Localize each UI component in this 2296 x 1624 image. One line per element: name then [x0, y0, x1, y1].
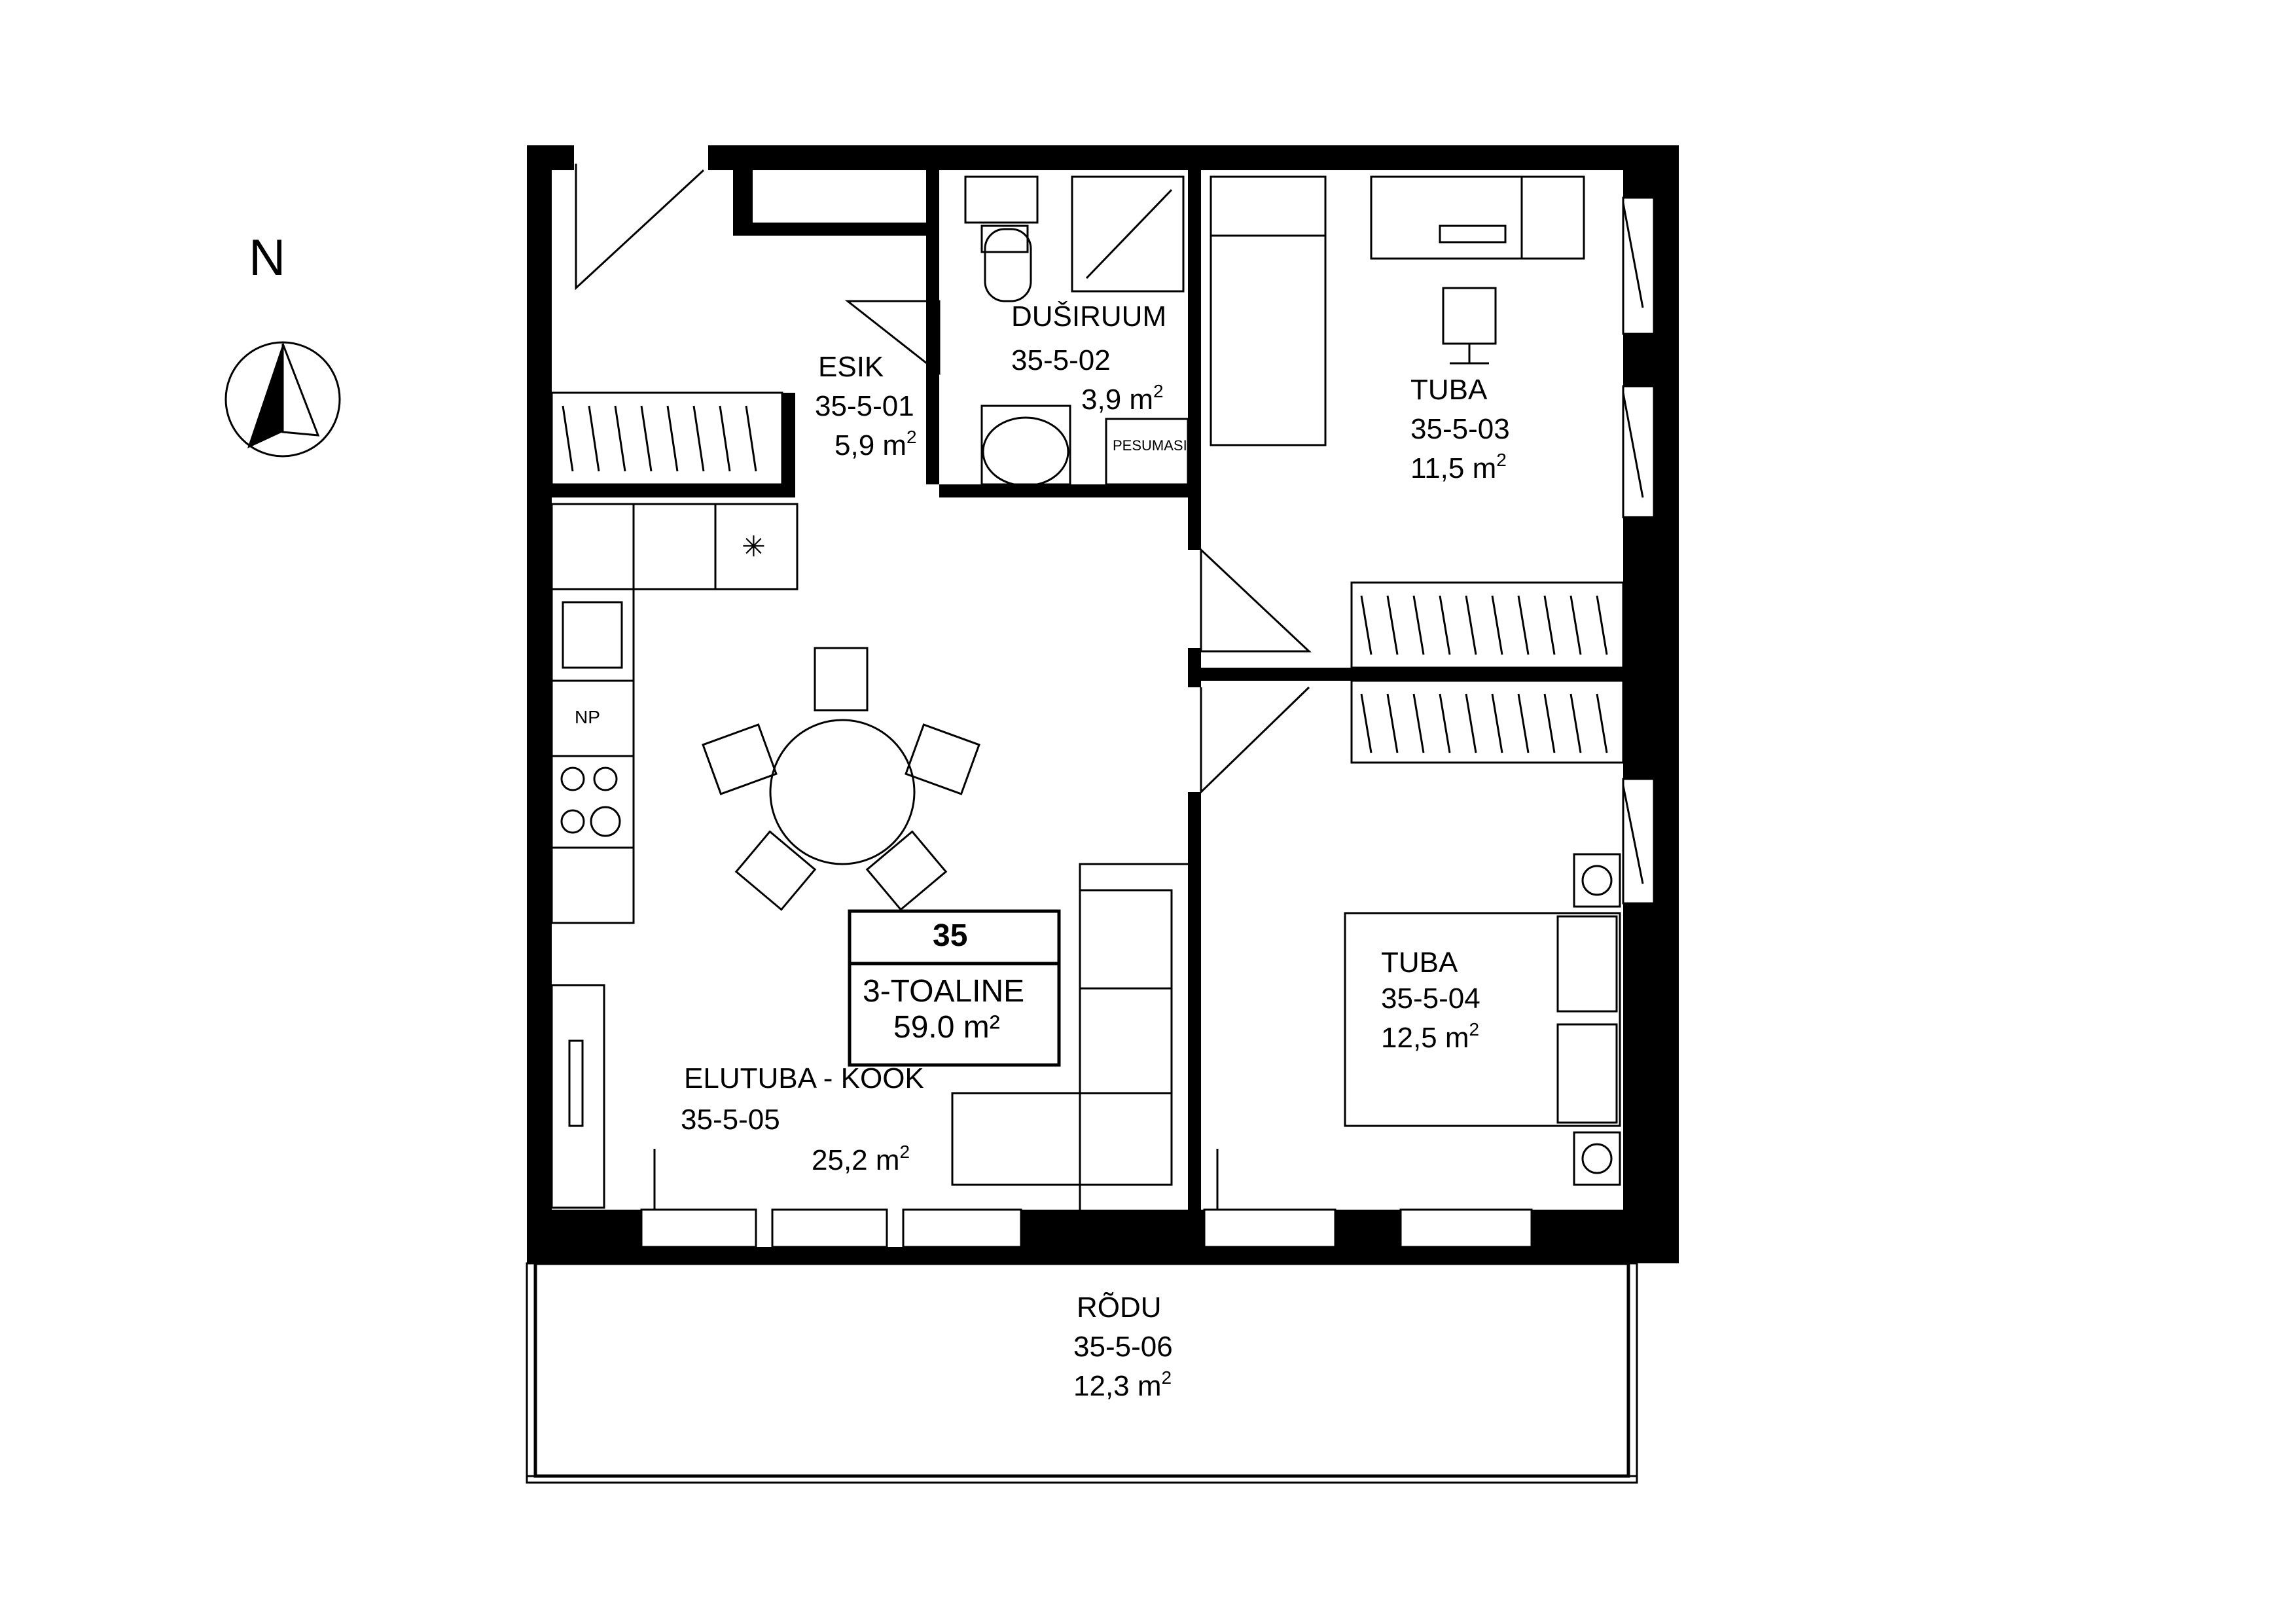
right-windows [1622, 196, 1655, 905]
room-area: 3,9 m2 [1081, 381, 1164, 416]
room-area: 12,5 m2 [1381, 1019, 1479, 1054]
room-name: ELUTUBA - KÖÖK [684, 1062, 924, 1094]
room-area-value: 25,2 m [812, 1144, 900, 1176]
compass: N [224, 228, 341, 458]
room-name: TUBA [1381, 947, 1458, 979]
dining-set [702, 647, 980, 911]
room-area: 12,3 m2 [1073, 1367, 1172, 1402]
room-area-value: 11,5 m [1410, 452, 1496, 484]
room-label-elutuba-kook: ELUTUBA - KÖÖK 35-5-05 25,2 m2 [681, 1062, 924, 1176]
balcony [526, 1261, 1638, 1484]
apartment-area: 59.0 m² [893, 1010, 1000, 1045]
compass-needle-icon [247, 344, 283, 448]
room-name: TUBA [1410, 374, 1488, 406]
room-area-unit-sup: 2 [1496, 450, 1507, 470]
room-code: 35-5-04 [1381, 983, 1480, 1015]
exterior-walls [527, 145, 1679, 1263]
room-area-unit-sup: 2 [1162, 1367, 1172, 1388]
apartment-type: 3-TOALINE [863, 974, 1024, 1009]
washer-label: PESUMASIN [1113, 437, 1198, 454]
room-area-unit-sup: 2 [1153, 381, 1164, 401]
room-area-value: 12,3 m [1073, 1370, 1162, 1402]
room-code: 35-5-02 [1011, 344, 1111, 376]
bedroom2-furniture [1344, 853, 1621, 1186]
room-label-esik: ESIK 35-5-01 5,9 m2 [815, 351, 917, 461]
compass-circle [224, 341, 341, 458]
apartment-number: 35 [933, 918, 967, 953]
room-area-value: 3,9 m [1081, 384, 1153, 416]
room-area-unit-sup: 2 [1469, 1019, 1480, 1039]
room-code: 35-5-06 [1073, 1331, 1173, 1363]
north-label: N [249, 228, 285, 286]
room-name: DUŠIRUUM [1011, 300, 1166, 333]
fan-icon: ✳ [742, 531, 766, 563]
room-code: 35-5-01 [815, 390, 914, 422]
room-area-unit-sup: 2 [906, 427, 917, 447]
room-area: 25,2 m2 [812, 1142, 910, 1176]
room-area: 11,5 m2 [1410, 450, 1507, 484]
fridge-label: NP [575, 707, 600, 727]
room-label-tuba-2: TUBA 35-5-04 12,5 m2 [1381, 947, 1480, 1054]
living-cabinet [550, 984, 605, 1209]
bedroom-wardrobes [1350, 581, 1624, 764]
doors [575, 164, 1312, 1211]
room-area-unit-sup: 2 [900, 1142, 910, 1162]
room-label-rodu: RÕDU 35-5-06 12,3 m2 [1073, 1291, 1173, 1402]
room-label-dusiruum: DUŠIRUUM 35-5-02 3,9 m2 [1011, 300, 1166, 416]
compass-needle-outline [281, 343, 320, 437]
room-code: 35-5-05 [681, 1104, 780, 1136]
room-name: RÕDU [1077, 1291, 1162, 1324]
sofa [951, 863, 1193, 1212]
bedroom1-furniture [1210, 175, 1585, 446]
room-area: 5,9 m2 [834, 427, 917, 461]
room-code: 35-5-03 [1410, 413, 1510, 445]
kitchen: ✳ NP [550, 503, 798, 924]
bathroom-fixtures: PESUMASIN [964, 175, 1198, 487]
room-name: ESIK [818, 351, 884, 383]
apartment-summary: 35 3-TOALINE 59.0 m² [848, 909, 1061, 1067]
room-label-tuba-1: TUBA 35-5-03 11,5 m2 [1410, 374, 1510, 484]
room-area-value: 5,9 m [834, 429, 906, 461]
entrance-wardrobe [550, 391, 783, 486]
room-area-value: 12,5 m [1381, 1022, 1469, 1054]
